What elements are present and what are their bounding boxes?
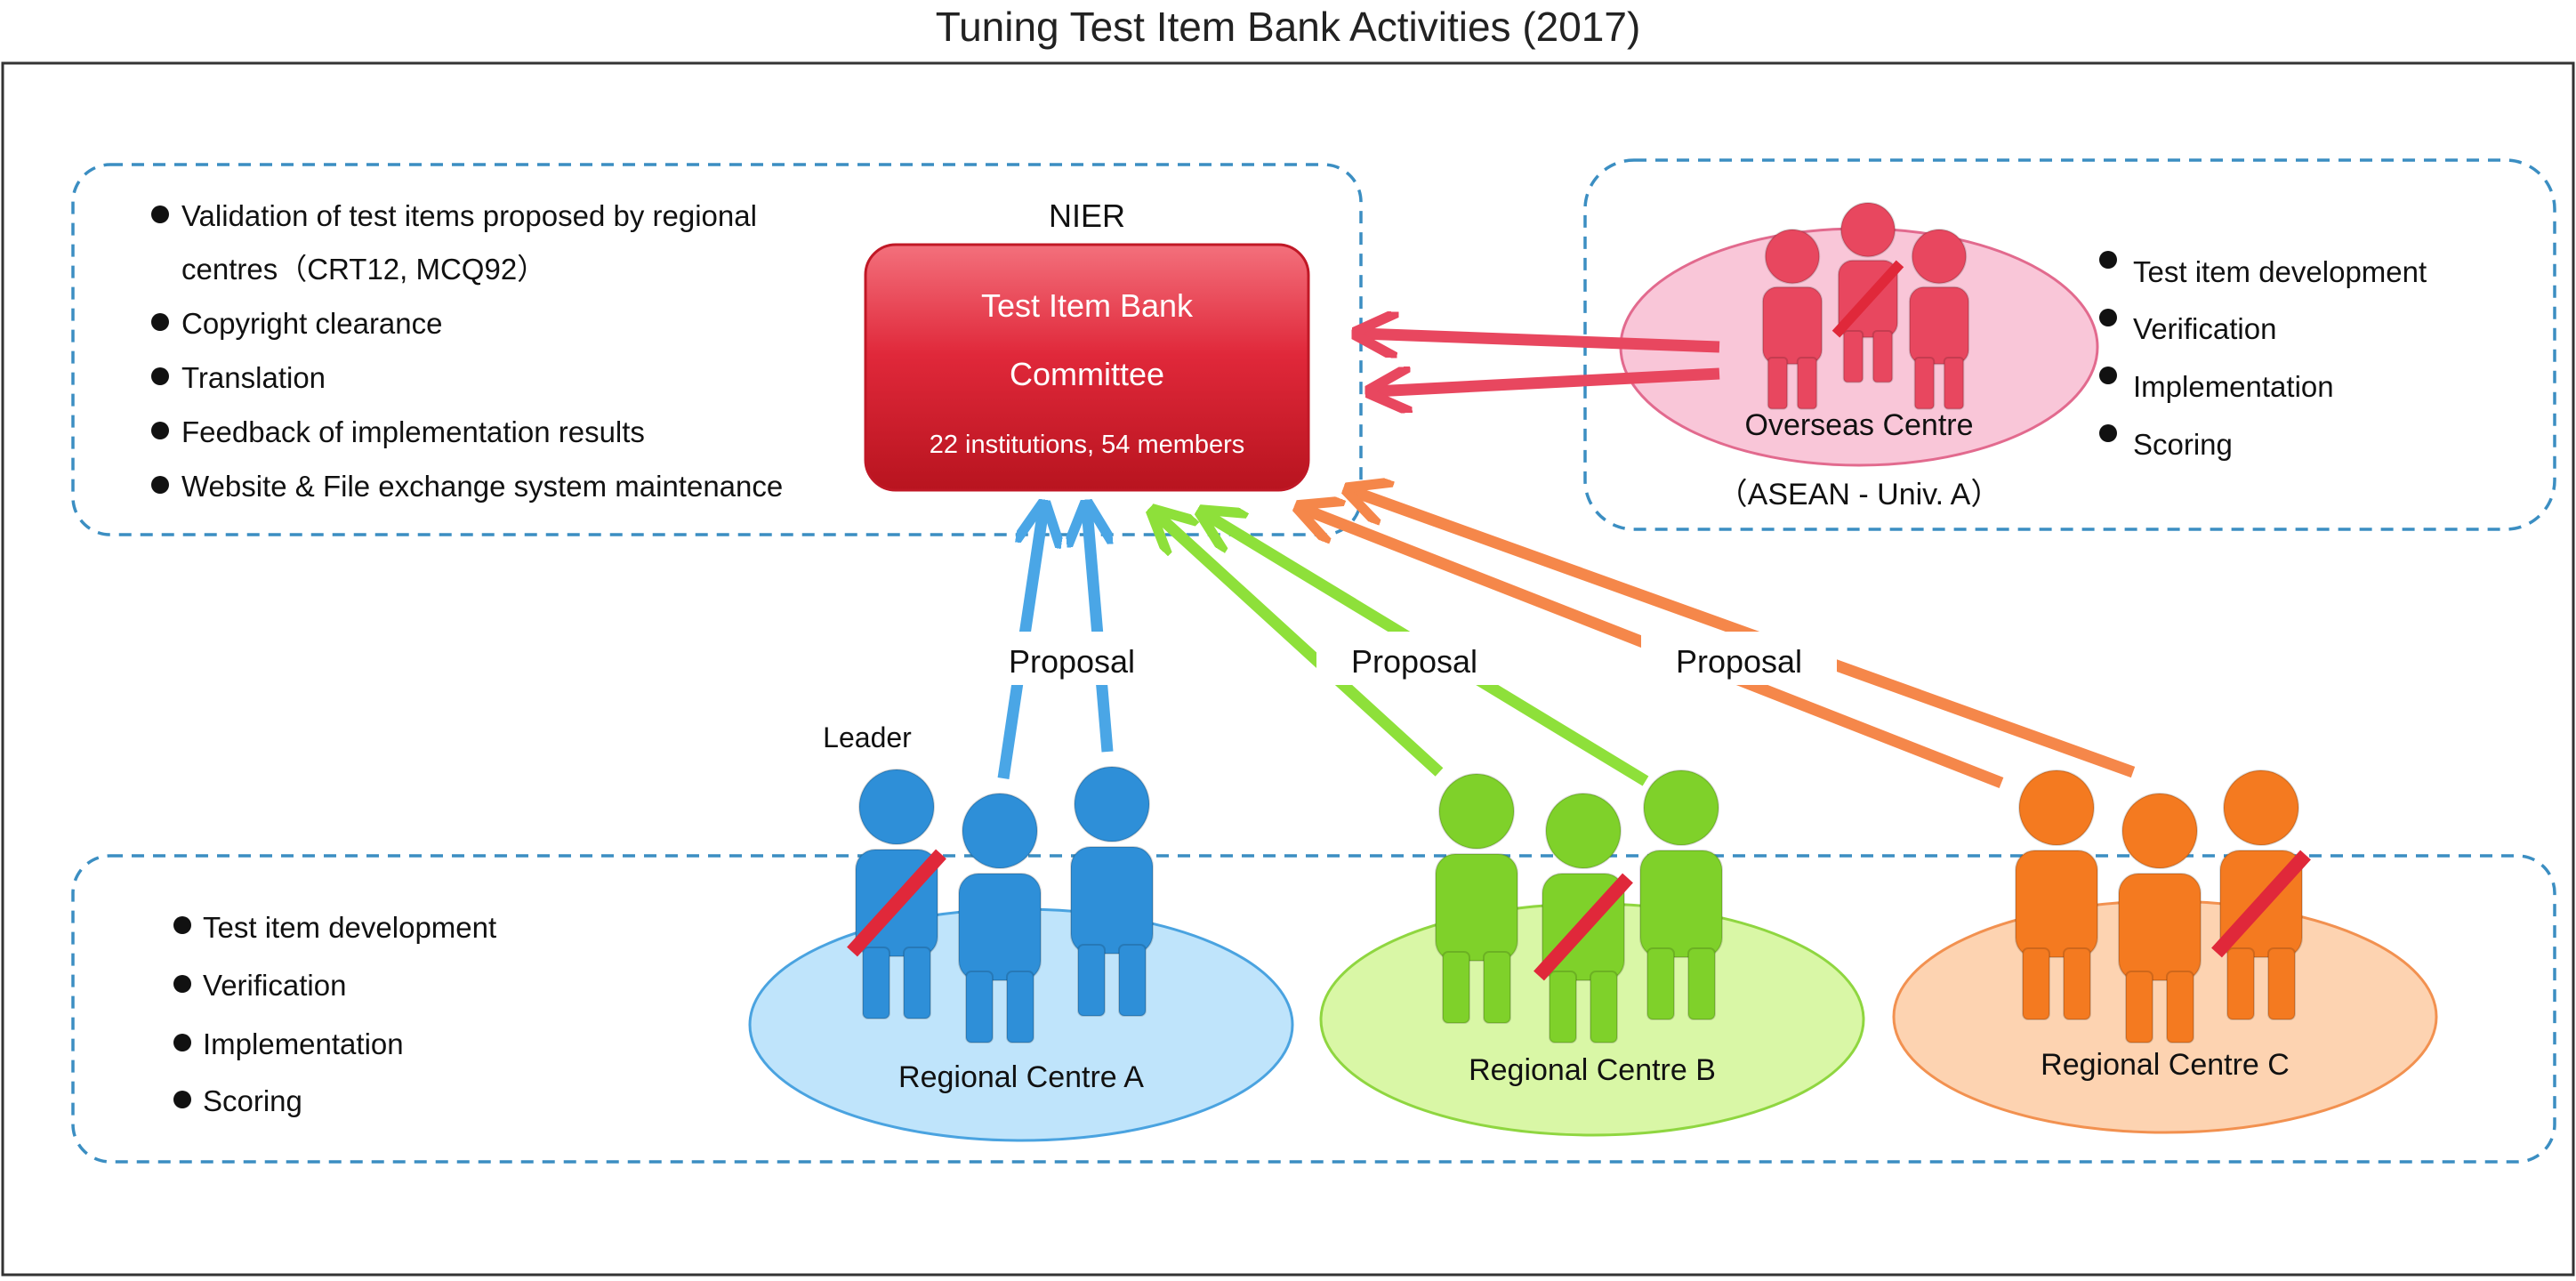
- proposal-arrow-b-1: [1156, 514, 1444, 777]
- regional-task-item: Test item development: [203, 911, 496, 944]
- person-icon: [1639, 769, 1723, 1020]
- leader-sash: [1534, 873, 1633, 981]
- outer-frame: [1, 61, 2575, 1277]
- committee-line1: Test Item Bank: [981, 287, 1194, 324]
- overseas-arrow-2: [1374, 374, 1720, 391]
- overseas-centre-sublabel: （ASEAN - Univ. A）: [1718, 478, 2001, 512]
- proposal-arrow-a-2: [1087, 509, 1114, 753]
- diagram-title: Tuning Test Item Bank Activities (2017): [936, 4, 1641, 50]
- regional-centre-b-people: [1435, 769, 1723, 1043]
- overseas-task-list: Test item development Verification Imple…: [2099, 251, 2427, 461]
- committee-line2: Committee: [1010, 356, 1164, 392]
- proposal-label-b: Proposal: [1351, 643, 1477, 680]
- leader-sash: [847, 849, 946, 957]
- overseas-centre-label: Overseas Centre: [1745, 408, 1974, 442]
- leader-label: Leader: [823, 721, 912, 753]
- overseas-people-group: [1761, 201, 1970, 410]
- proposal-label-a-bg: [965, 632, 1161, 685]
- regional-centre-a-people: [847, 766, 1154, 1043]
- regional-task-item: Scoring: [203, 1084, 302, 1117]
- regional-centre-c-label: Regional Centre C: [2041, 1048, 2290, 1082]
- overseas-task-item: Test item development: [2133, 255, 2427, 288]
- person-icon: [2015, 769, 2098, 1020]
- person-icon: [1761, 229, 1823, 410]
- nier-task-item: Translation: [181, 361, 326, 394]
- proposal-label-c-bg: [1641, 632, 1837, 685]
- nier-task-item: centres（CRT12, MCQ92）: [181, 253, 546, 286]
- person-icon: [1908, 229, 1970, 410]
- overseas-task-item: Verification: [2133, 312, 2276, 345]
- person-icon: [1435, 773, 1518, 1024]
- person-icon: [847, 769, 946, 1019]
- person-icon: [1070, 766, 1154, 1017]
- nier-task-item: Website & File exchange system maintenan…: [181, 470, 783, 503]
- regional-task-item: Implementation: [203, 1027, 404, 1060]
- regional-centre-b-label: Regional Centre B: [1469, 1053, 1716, 1087]
- proposal-label-c: Proposal: [1676, 643, 1802, 680]
- proposal-label-b-bg: [1316, 632, 1512, 685]
- regional-centre-c-people: [2015, 769, 2311, 1043]
- person-icon: [2118, 793, 2202, 1043]
- person-icon: [1534, 793, 1633, 1043]
- leader-sash: [1831, 260, 1904, 338]
- regional-task-list: Test item development Verification Imple…: [173, 911, 496, 1117]
- regional-centre-a-label: Regional Centre A: [898, 1060, 1144, 1094]
- nier-task-list: Validation of test items proposed by reg…: [151, 199, 783, 503]
- proposal-label-a: Proposal: [1009, 643, 1135, 680]
- overseas-task-item: Scoring: [2133, 428, 2233, 461]
- committee-box: [864, 243, 1310, 492]
- committee-line3: 22 institutions, 54 members: [930, 431, 1245, 459]
- nier-task-item: Feedback of implementation results: [181, 415, 645, 448]
- regional-task-item: Verification: [203, 969, 346, 1002]
- person-icon: [2211, 769, 2311, 1020]
- nier-task-item: Copyright clearance: [181, 307, 443, 340]
- person-icon: [958, 793, 1042, 1043]
- regional-group-border: [71, 854, 2556, 1164]
- nier-task-item: Validation of test items proposed by reg…: [181, 199, 757, 232]
- overseas-task-item: Implementation: [2133, 370, 2334, 403]
- person-icon: [1831, 201, 1904, 383]
- overseas-arrow-1: [1361, 334, 1720, 347]
- nier-heading: NIER: [1049, 197, 1125, 234]
- leader-sash: [2211, 850, 2311, 958]
